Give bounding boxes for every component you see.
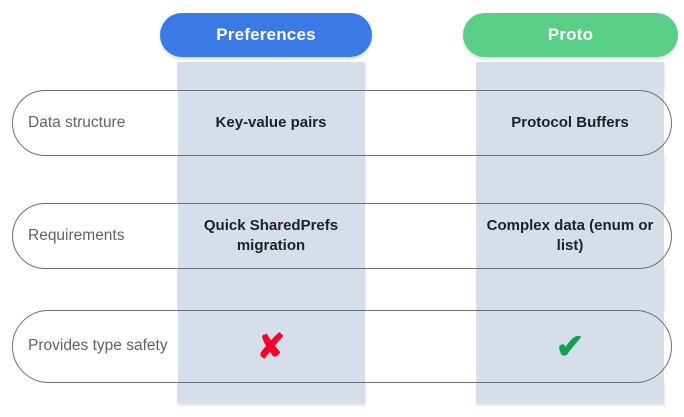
table-row [12,90,672,156]
row-2-preferences-value: Quick SharedPrefs migration [203,217,339,254]
column-header-preferences[interactable]: Preferences [160,13,372,57]
column-header-proto-label: Proto [547,25,594,44]
row-2-proto-value: Complex data (enum or list) [486,217,654,254]
row-3-label: Provides type safety [28,337,168,355]
row-1-preferences-value: Key-value pairs [215,114,327,132]
row-1-label: Data structure [28,113,126,131]
row-1-proto-value: Protocol Buffers [511,114,629,132]
table-row [12,310,672,383]
row-3-preferences-value: ✘ [177,310,365,383]
cross-mark-icon: ✘ [256,327,286,366]
row-3-proto-value: ✔ [476,310,664,383]
check-mark-icon: ✔ [555,327,585,366]
row-2-label: Requirements [28,226,125,244]
column-header-proto[interactable]: Proto [463,13,678,57]
table-row [12,203,672,269]
column-header-preferences-label: Preferences [216,25,316,44]
